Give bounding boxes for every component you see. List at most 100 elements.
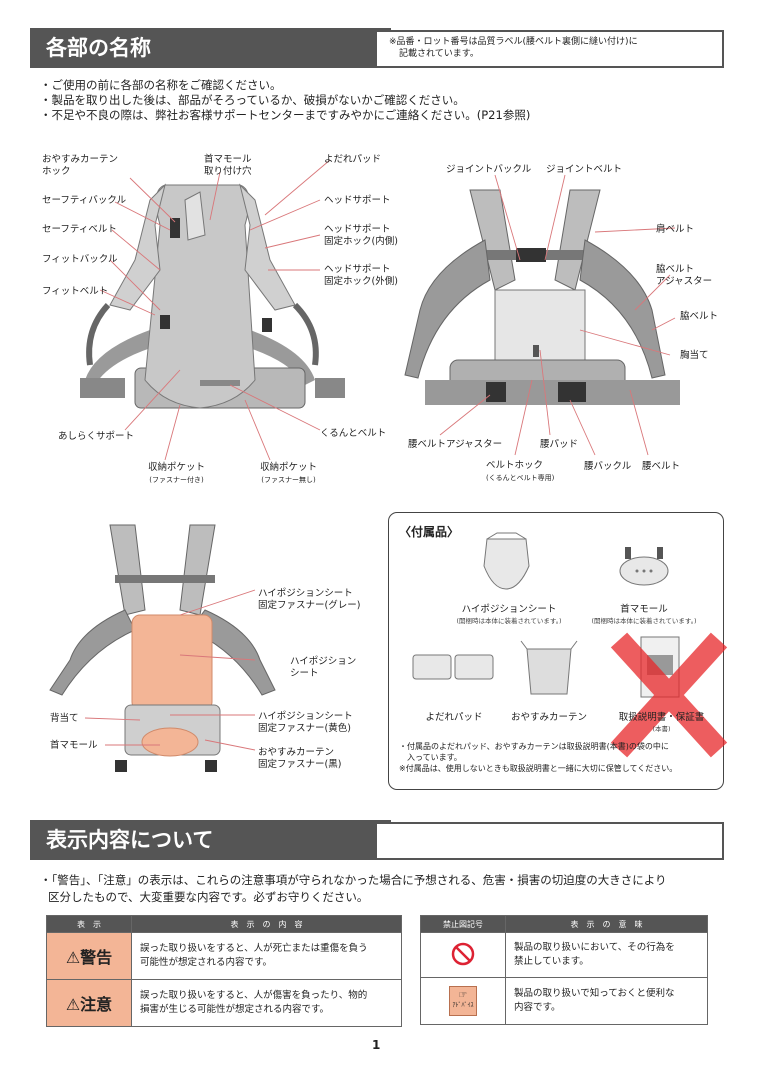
section-title-parts: 各部の名称 (30, 28, 391, 68)
label-fit-belt: フィットベルト (42, 286, 109, 297)
label-waist-buckle: 腰バックル (584, 461, 632, 472)
caution-label: 注意 (80, 995, 113, 1014)
neck-guard-image (619, 547, 669, 586)
drool-pad-image (412, 654, 494, 680)
prohibited-icon (451, 942, 475, 965)
accessory-item-drool-pad: よだれパッド (409, 709, 499, 723)
page-number: 1 (372, 1038, 381, 1052)
table-header: 表 示 の 意 味 (505, 915, 708, 933)
label-chest-pad: 胸当て (680, 350, 709, 361)
table-header: 表 示 の 内 容 (131, 915, 402, 933)
hand-pointer-icon: ☞ (458, 990, 468, 1001)
label-waist-pad: 腰パッド (540, 439, 579, 450)
accessories-footnotes: ・付属品のよだれパッド、おやすみカーテンは取扱説明書(本書)の袋の中に 入ってい… (399, 741, 677, 774)
label-waist-belt: 腰ベルト (642, 461, 681, 472)
accessories-box: 〈付属品〉 ハイポジションシート (開梱時は本体に装着されています。) 首マモー… (388, 512, 728, 790)
sleep-curtain-image (520, 640, 578, 695)
accessory-name: ハイポジションシート (461, 604, 557, 615)
label-hs-hook-outer: ヘッドサポート 固定ホック(外側) (324, 264, 398, 287)
label-waist-adjuster: 腰ベルトアジャスター (408, 439, 503, 450)
label-side-belt: 脇ベルト (680, 311, 719, 322)
label-head-support: ヘッドサポート (324, 195, 391, 206)
warning-badge: ⚠警告 (46, 932, 132, 980)
carrier-back-illustration (404, 189, 680, 405)
accessory-item-neck-guard: 首マモール (開梱時は本体に装着されています。) (569, 601, 719, 625)
notation-line: ・「警告」、「注意」の表示は、これらの注意事項が守られなかった場合に予想される、… (40, 873, 667, 887)
back-leader-lines (439, 174, 676, 456)
intro-text: ・ご使用の前に各部の名称をご確認ください。 ・製品を取り出した後は、部品がそろっ… (40, 78, 530, 123)
note-line: ※品番・ロット番号は品質ラベル(腰ベルト裏側に縫い付け)に (389, 37, 638, 47)
notation-table: 表 示 表 示 の 内 容 ⚠警告 誤った取り扱いをすると、人が死亡または重傷を… (46, 915, 402, 1027)
label-hs-hook-inner: ヘッドサポート 固定ホック(内側) (324, 224, 398, 247)
belt-hook-label: ベルトホック (486, 460, 544, 471)
section-blank-box (375, 822, 724, 860)
pocket-sub-label: (ファスナー無し) (261, 476, 316, 484)
section-title-notation: 表示内容について (30, 820, 391, 860)
caution-text: 誤った取り扱いをすると、人が傷害を負ったり、物的 損害が生じる可能性が想定される… (131, 979, 402, 1027)
intro-line: ・ご使用の前に各部の名称をご確認ください。 (40, 78, 282, 92)
label-drool-pad: よだれパッド (324, 154, 382, 165)
label-belt-hook: ベルトホック (くるんとベルト専用) (486, 460, 554, 484)
label-safety-buckle: セーフティバックル (42, 195, 127, 206)
intro-line: ・製品を取り出した後は、部品がそろっているか、破損がないかご確認ください。 (40, 93, 465, 107)
accessory-note: (開梱時は本体に装着されています。) (456, 617, 562, 625)
carrier-front-illustration (80, 183, 345, 409)
table-header: 禁止図記号 (420, 915, 506, 933)
label-neck-guard: 首マモール (50, 740, 98, 751)
pocket-sub-label: (ファスナー付き) (149, 476, 204, 484)
prohibited-text: 製品の取り扱いにおいて、その行為を 禁止しています。 (505, 932, 708, 978)
accessory-item-seat: ハイポジションシート (開梱時は本体に装着されています。) (429, 601, 589, 625)
warning-triangle-icon: ⚠ (65, 948, 81, 967)
warning-text: 誤った取り扱いをすると、人が死亡または重傷を負う 可能性が想定される内容です。 (131, 932, 402, 980)
caution-badge: ⚠注意 (46, 979, 132, 1027)
front-leader-lines (99, 159, 331, 461)
label-kurun-belt: くるんとベルト (320, 428, 387, 439)
advice-icon: ☞ ｱﾄﾞﾊﾞｲｽ (449, 986, 477, 1016)
label-hp-seat: ハイポジション シート (290, 656, 357, 679)
label-fit-buckle: フィットバックル (42, 254, 118, 265)
advice-cell: ☞ ｱﾄﾞﾊﾞｲｽ (420, 977, 506, 1025)
accessory-name: 取扱説明書・保証書 (618, 712, 705, 723)
carrier-highposition-illustration (49, 524, 276, 772)
notation-intro: ・「警告」、「注意」の表示は、これらの注意事項が守られなかった場合に予想される、… (40, 872, 667, 906)
label-side-adjuster: 脇ベルト アジャスター (656, 264, 713, 287)
accessory-name: よだれパッド (425, 712, 483, 723)
warning-label: 警告 (80, 948, 113, 967)
advice-text: 製品の取り扱いで知っておくと便利な 内容です。 (505, 977, 708, 1025)
label-pocket-zip: 収納ポケット (ファスナー付き) (148, 462, 205, 486)
highposition-leader-lines (84, 589, 256, 751)
accessory-name: 首マモール (620, 604, 668, 615)
advice-icon-label: ｱﾄﾞﾊﾞｲｽ (452, 1002, 474, 1009)
label-shoulder-belt: 肩ベルト (656, 224, 695, 235)
label-joint-buckle: ジョイントバックル (446, 164, 532, 175)
section-header-parts: 各部の名称 ※品番・ロット番号は品質ラベル(腰ベルト裏側に縫い付け)に 記載され… (30, 28, 724, 68)
pocket-label: 収納ポケット (148, 462, 206, 473)
note-line: 記載されています。 (399, 49, 479, 59)
symbol-table: 禁止図記号 表 示 の 意 味 製品の取り扱いにおいて、その行為を 禁止していま… (420, 915, 708, 1025)
label-joint-belt: ジョイントベルト (546, 164, 623, 175)
intro-line: ・不足や不良の際は、弊社お客様サポートセンターまですみやかにご連絡ください。(P… (40, 108, 531, 122)
footnote: ・付属品のよだれパッド、おやすみカーテンは取扱説明書(本書)の袋の中に (399, 742, 669, 751)
label-fastener-yellow: ハイポジションシート 固定ファスナー(黄色) (258, 711, 353, 734)
notation-line: 区分したもので、大変重要な内容です。必ずお守りください。 (48, 890, 369, 904)
label-safety-belt: セーフティベルト (42, 224, 117, 235)
table-row: ⚠注意 誤った取り扱いをすると、人が傷害を負ったり、物的 損害が生じる可能性が想… (46, 979, 402, 1027)
caution-triangle-icon: ⚠ (65, 995, 81, 1014)
accessory-name: おやすみカーテン (510, 712, 587, 723)
label-ashiraku-support: あしらくサポート (58, 431, 135, 442)
table-row: ⚠警告 誤った取り扱いをすると、人が死亡または重傷を負う 可能性が想定される内容… (46, 932, 402, 980)
label-oyasumi-hook: おやすみカーテン ホック (42, 154, 119, 177)
table-row: ☞ ｱﾄﾞﾊﾞｲｽ 製品の取り扱いで知っておくと便利な 内容です。 (420, 977, 708, 1025)
table-row: 製品の取り扱いにおいて、その行為を 禁止しています。 (420, 932, 708, 978)
accessory-item-manual: 取扱説明書・保証書 (本書) (604, 709, 719, 733)
footnote: 入っています。 (407, 753, 462, 762)
section-note-box: ※品番・ロット番号は品質ラベル(腰ベルト裏側に縫い付け)に 記載されています。 (375, 30, 724, 68)
footnote: ※付属品は、使用しないときも取扱説明書と一緒に大切に保管してください。 (399, 764, 678, 773)
table-header: 表 示 (46, 915, 132, 933)
cross-mark-icon (610, 632, 728, 758)
accessory-note: (本書) (652, 725, 671, 733)
accessory-note: (開梱時は本体に装着されています。) (591, 617, 697, 625)
accessories-title: 〈付属品〉 (399, 525, 460, 539)
label-fastener-black: おやすみカーテン 固定ファスナー(黒) (258, 747, 342, 770)
high-position-seat-image (483, 532, 530, 590)
